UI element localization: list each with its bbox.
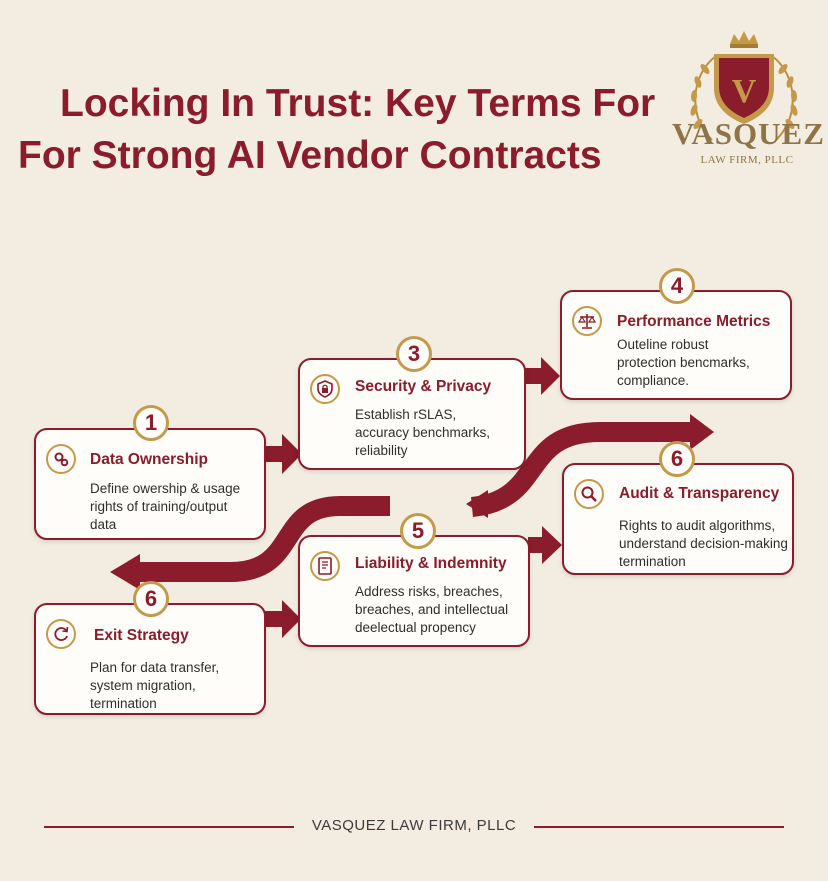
curve-arrow-left-head xyxy=(466,490,488,518)
step-title: Exit Strategy xyxy=(94,627,189,644)
footer-divider-left xyxy=(44,826,294,828)
step-card-security-privacy: Security & Privacy Establish rSLAS,accur… xyxy=(298,358,526,470)
step-number-badge: 1 xyxy=(133,405,169,441)
curve-arrow-right xyxy=(470,422,690,517)
logo-subtitle: LAW FIRM, PLLC xyxy=(700,154,794,166)
step-number-badge: 5 xyxy=(400,513,436,549)
arrow-exit-to-5 xyxy=(265,600,301,638)
scales-icon xyxy=(572,306,602,336)
step-number-badge: 6 xyxy=(659,441,695,477)
step-card-audit-transparency: Audit & Transparency Rights to audit alg… xyxy=(562,463,794,575)
step-card-liability-indemnity: Liability & Indemnity Address risks, bre… xyxy=(298,535,530,647)
arrow-5-to-audit xyxy=(528,526,562,564)
step-title: Liability & Indemnity xyxy=(355,555,507,572)
curve-arrow-left-head-2 xyxy=(110,554,140,590)
step-description: Plan for data transfer,system migration,… xyxy=(90,660,220,711)
logo-wordmark: VASQUEZ xyxy=(672,116,825,151)
curve-arrow-left xyxy=(140,496,390,582)
arrow-1-to-3 xyxy=(265,434,302,474)
law-firm-crest-logo: V xyxy=(690,31,798,141)
step-number-badge: 3 xyxy=(396,336,432,372)
step-description: Rights to audit algorithms,understand de… xyxy=(619,518,788,569)
step-card-exit-strategy: Exit Strategy Plan for data transfer,sys… xyxy=(34,603,266,715)
refresh-icon xyxy=(46,619,76,649)
step-title: Data Ownership xyxy=(90,451,208,468)
step-description: Establish rSLAS,accuracy benchmarks,reli… xyxy=(355,407,491,458)
footer-divider-right xyxy=(534,826,784,828)
step-description: Address risks, breaches,breaches, and in… xyxy=(355,584,509,635)
logo-monogram: V xyxy=(732,73,757,110)
title-line-2: For Strong AI Vendor Contracts xyxy=(18,134,602,177)
page-title: Locking In Trust: Key Terms For For Stro… xyxy=(18,78,698,182)
lock-shield-icon xyxy=(310,374,340,404)
step-title: Performance Metrics xyxy=(617,313,771,330)
document-icon xyxy=(310,551,340,581)
step-number-badge: 6 xyxy=(133,581,169,617)
step-title: Security & Privacy xyxy=(355,378,492,395)
footer-firm-name: VASQUEZ LAW FIRM, PLLC xyxy=(311,817,517,834)
curve-arrow-right-head xyxy=(690,414,714,450)
gears-icon xyxy=(46,444,76,474)
arrow-3-to-4 xyxy=(525,357,560,395)
magnifier-icon xyxy=(574,479,604,509)
step-title: Audit & Transparency xyxy=(619,485,780,502)
title-line-1: Locking In Trust: Key Terms For xyxy=(60,82,656,125)
step-number-badge: 4 xyxy=(659,268,695,304)
